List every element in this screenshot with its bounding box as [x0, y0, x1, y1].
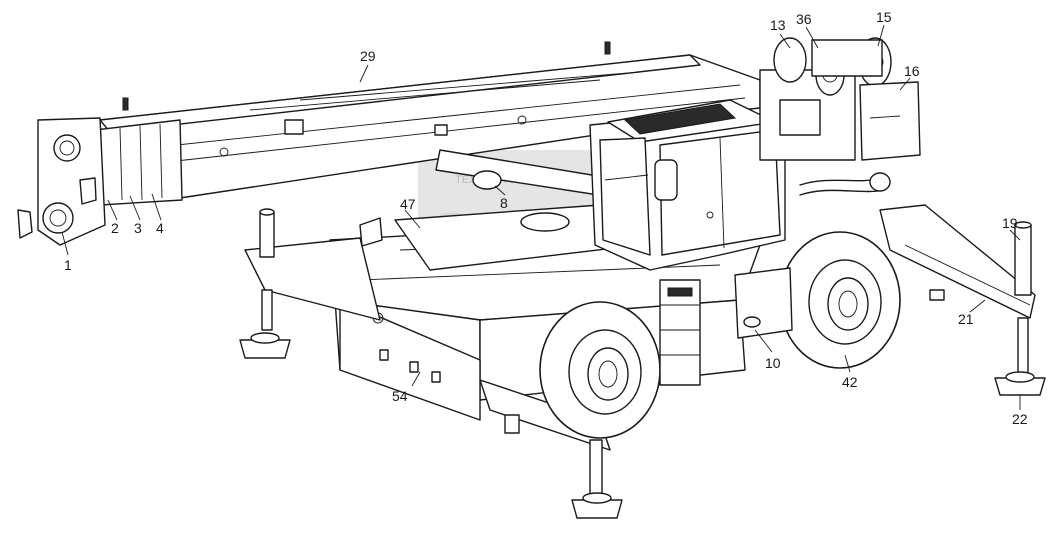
- boom: [94, 41, 761, 206]
- callout-42: 42: [842, 374, 858, 390]
- rear-outrigger: [879, 204, 1046, 396]
- callout-13: 13: [770, 17, 786, 33]
- access-ladder: [659, 279, 701, 386]
- callout-4: 4: [156, 220, 164, 236]
- callout-8: 8: [500, 195, 508, 211]
- callout-36: 36: [796, 11, 812, 27]
- callout-19: 19: [1002, 215, 1018, 231]
- callout-2: 2: [111, 220, 119, 236]
- callout-1: 1: [64, 257, 72, 273]
- lift-cylinder: [435, 149, 611, 197]
- left-outrigger: [239, 208, 381, 359]
- callout-29: 29: [360, 48, 376, 64]
- fuel-tank: [734, 267, 793, 339]
- rear-wheel: [779, 231, 901, 369]
- boom-head: [17, 117, 106, 246]
- callout-10: 10: [765, 355, 781, 371]
- front-wheel: [539, 301, 661, 439]
- hydraulic-lines: [799, 172, 891, 196]
- leader-lines: [61, 24, 1021, 410]
- callout-21: 21: [958, 311, 974, 327]
- callout-22: 22: [1012, 411, 1028, 427]
- callout-16: 16: [904, 63, 920, 79]
- operator-cab: [589, 99, 786, 271]
- winch-assembly: [759, 37, 921, 161]
- callout-15: 15: [876, 9, 892, 25]
- callout-47: 47: [400, 196, 416, 212]
- callout-54: 54: [392, 388, 408, 404]
- callout-labels: 1 2 3 4 8 10 13 15 16 19 21 22 29 36 42 …: [64, 9, 1028, 427]
- callout-3: 3: [134, 220, 142, 236]
